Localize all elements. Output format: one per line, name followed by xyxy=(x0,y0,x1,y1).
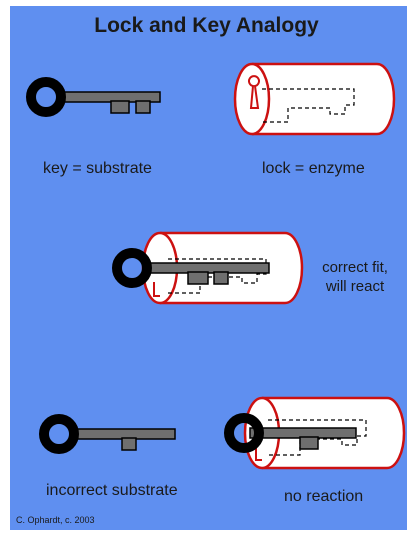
credit-text: C. Ophardt, c. 2003 xyxy=(16,515,95,525)
diagram-title: Lock and Key Analogy xyxy=(0,14,413,38)
correct-fit-label: correct fit, will react xyxy=(300,258,410,296)
lock-enzyme-icon xyxy=(235,64,394,134)
lock-enzyme-label: lock = enzyme xyxy=(262,160,365,178)
key-substrate-label: key = substrate xyxy=(43,160,152,178)
incorrect-substrate-label: incorrect substrate xyxy=(46,482,178,500)
no-reaction-icon xyxy=(229,398,404,468)
no-reaction-label: no reaction xyxy=(284,488,363,506)
